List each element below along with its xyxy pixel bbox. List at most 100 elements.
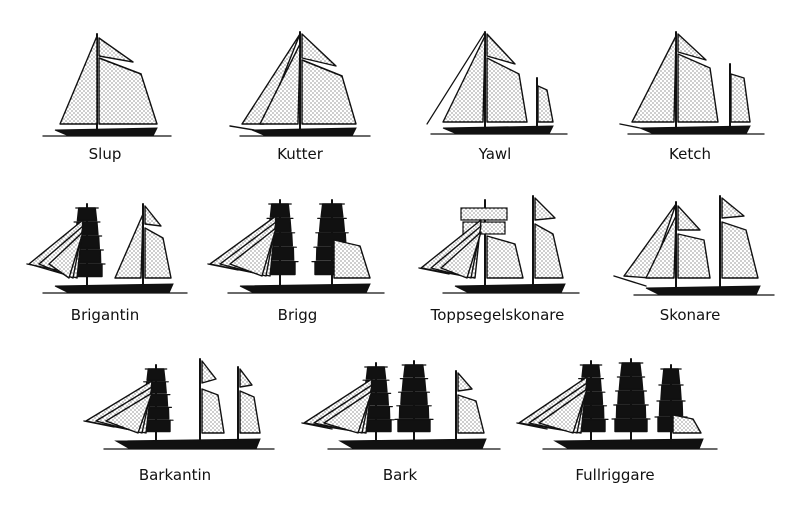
hull xyxy=(54,283,174,294)
square-sail xyxy=(403,364,425,378)
jib-sail xyxy=(440,231,482,279)
ship-illustration xyxy=(301,360,501,450)
gaff xyxy=(301,59,343,77)
topsail xyxy=(460,207,508,221)
square-sail xyxy=(400,391,428,405)
ship-illustration xyxy=(516,358,718,450)
square-sail xyxy=(615,404,647,419)
staysail xyxy=(645,215,677,279)
ship-label: Brigg xyxy=(277,306,318,324)
ship-label: Skonare xyxy=(659,306,721,324)
foresail xyxy=(677,233,711,279)
square-sail xyxy=(320,203,344,218)
ship-kutter: Kutter xyxy=(220,20,380,167)
square-sail xyxy=(401,377,427,392)
hull xyxy=(114,438,261,450)
spanker-sail xyxy=(672,414,702,434)
rig-brigg xyxy=(207,199,385,294)
ship-barkantin: Barkantin xyxy=(80,355,275,488)
mainsail xyxy=(486,57,528,123)
bowsprit xyxy=(418,267,450,275)
jib-sail xyxy=(442,35,486,123)
mainsail xyxy=(301,59,357,125)
ship-label: Toppsegelskonare xyxy=(430,306,565,324)
square-sail xyxy=(318,217,346,232)
topsail xyxy=(486,33,516,65)
bowsprit xyxy=(301,422,333,430)
hull xyxy=(239,283,371,294)
bowsprit xyxy=(207,263,239,271)
bowsprit xyxy=(229,125,255,131)
jib-sail xyxy=(59,35,98,125)
jib-sail xyxy=(623,203,677,279)
rig-barkantin xyxy=(83,358,275,450)
ship-label: Yawl xyxy=(478,145,512,163)
topsail xyxy=(301,33,337,67)
ship-brigantin: Brigantin xyxy=(25,190,188,328)
ship-illustration xyxy=(619,31,765,135)
rig-kutter xyxy=(229,31,371,137)
jib-sail xyxy=(105,392,153,434)
jib-sail xyxy=(538,388,588,434)
ship-brigg: Brigg xyxy=(207,190,385,328)
mainsail xyxy=(98,57,158,125)
mainsail xyxy=(144,227,172,279)
ship-label: Fullriggare xyxy=(575,466,655,484)
topsail xyxy=(239,368,253,388)
hull xyxy=(645,285,761,296)
ship-illustration xyxy=(229,31,371,137)
mainsail xyxy=(677,53,719,123)
hull xyxy=(639,125,751,135)
mainsail xyxy=(721,221,759,279)
topsail xyxy=(144,205,162,227)
hull xyxy=(553,438,704,450)
square-sail xyxy=(620,362,642,377)
ship-ketch: Ketch xyxy=(610,20,770,167)
ship-slup: Slup xyxy=(25,20,185,167)
jib-sail xyxy=(229,227,277,277)
mizzen-sail xyxy=(537,85,554,123)
ship-bark: Bark xyxy=(300,355,501,488)
topsail xyxy=(534,197,556,221)
square-sail xyxy=(618,376,644,391)
rig-yawl xyxy=(426,31,568,135)
square-sail xyxy=(146,368,166,381)
rig-toppsegelskonare xyxy=(418,195,580,294)
rig-fullriggare xyxy=(516,358,718,450)
ship-label: Kutter xyxy=(277,145,323,163)
forestay xyxy=(426,31,486,125)
bowsprit xyxy=(26,263,58,271)
staysail xyxy=(114,213,144,279)
spanker-sail xyxy=(333,239,371,279)
topsail xyxy=(201,360,217,384)
topsail xyxy=(677,205,701,231)
ship-label: Bark xyxy=(382,466,418,484)
square-sail xyxy=(398,405,430,419)
ship-illustration xyxy=(83,358,275,450)
staysail xyxy=(259,43,301,125)
ship-illustration xyxy=(418,195,580,294)
ship-illustration xyxy=(26,203,188,294)
mizzen-sail xyxy=(730,73,751,123)
ship-yawl: Yawl xyxy=(415,20,575,167)
rig-bark xyxy=(301,360,501,450)
topsail xyxy=(677,33,707,61)
topsail xyxy=(98,37,134,63)
square-sail xyxy=(269,203,291,218)
ship-label: Slup xyxy=(88,145,122,163)
square-sail xyxy=(617,390,645,405)
hull xyxy=(251,127,357,137)
square-sail xyxy=(614,418,648,433)
square-sail xyxy=(365,366,387,380)
foresail xyxy=(486,235,524,279)
topsail xyxy=(457,372,473,392)
bowsprit xyxy=(83,420,115,428)
jib-sail xyxy=(323,390,373,434)
ship-toppsegelskonare: Toppsegelskonare xyxy=(415,190,580,328)
ship-illustration xyxy=(426,31,568,135)
square-sail xyxy=(660,384,682,401)
ship-label: Barkantin xyxy=(138,466,212,484)
hull xyxy=(54,127,158,137)
square-sail xyxy=(397,418,431,433)
rig-skonare xyxy=(613,195,775,296)
